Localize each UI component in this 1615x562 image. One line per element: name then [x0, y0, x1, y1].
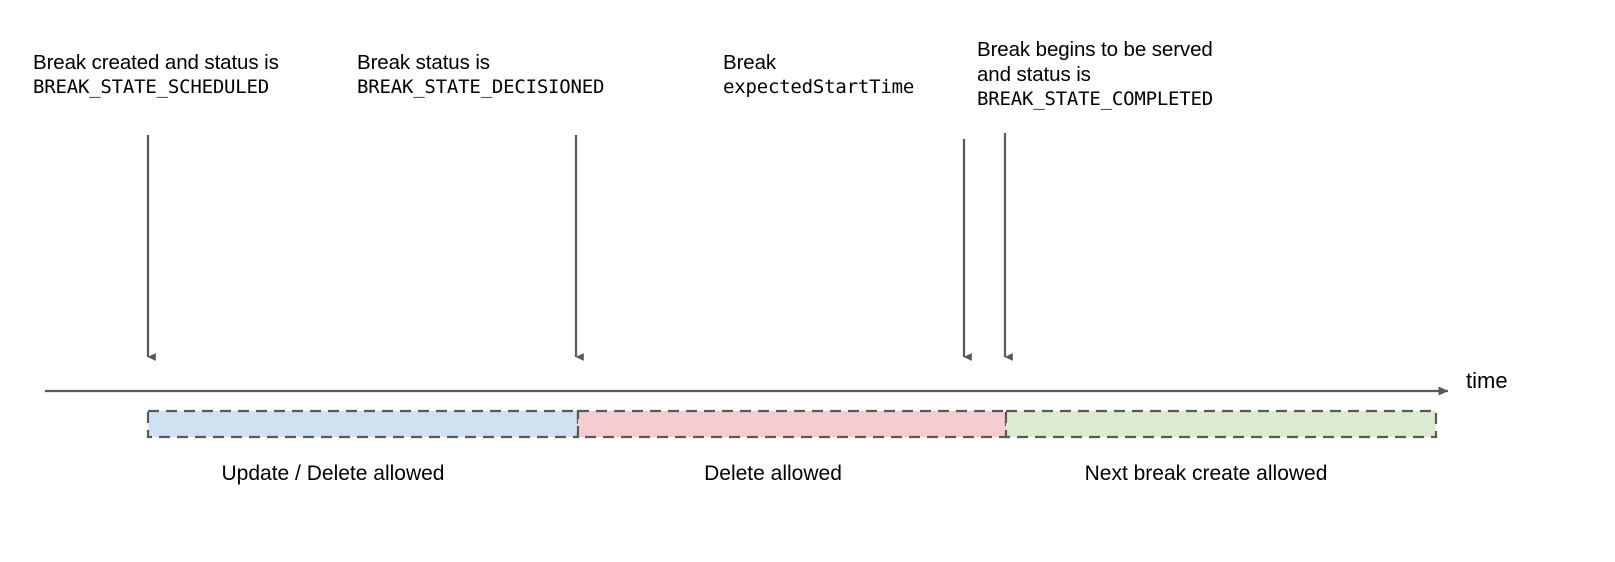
event-label-state-constant: BREAK_STATE_COMPLETED	[977, 88, 1214, 110]
region-band-next-break-create-allowed	[1004, 409, 1438, 439]
region-caption-update-delete-allowed: Update / Delete allowed	[221, 462, 445, 485]
event-label-break-expected-start-time: Break expectedStartTime	[723, 50, 914, 100]
event-label-line: Break created and status is	[33, 51, 279, 74]
event-label-break-decisioned: Break status is BREAK_STATE_DECISIONED	[357, 50, 604, 100]
event-label-break-created: Break created and status is BREAK_STATE_…	[33, 50, 279, 100]
event-label-line: and status is	[977, 63, 1091, 86]
event-label-state-constant: BREAK_STATE_DECISIONED	[357, 76, 605, 98]
event-label-field-name: expectedStartTime	[723, 76, 915, 98]
event-label-line: Break begins to be served	[977, 38, 1213, 61]
region-caption-next-break-create-allowed: Next break create allowed	[1084, 462, 1328, 485]
event-label-line: Break status is	[357, 51, 490, 74]
event-label-state-constant: BREAK_STATE_SCHEDULED	[33, 76, 270, 98]
time-axis-label: time	[1466, 368, 1508, 393]
region-band-delete-allowed	[576, 409, 1008, 439]
event-label-line: Break	[723, 51, 777, 74]
region-band-update-delete-allowed	[146, 409, 580, 439]
event-label-break-served-completed: Break begins to be served and status is …	[977, 37, 1213, 112]
region-caption-delete-allowed: Delete allowed	[704, 462, 842, 485]
